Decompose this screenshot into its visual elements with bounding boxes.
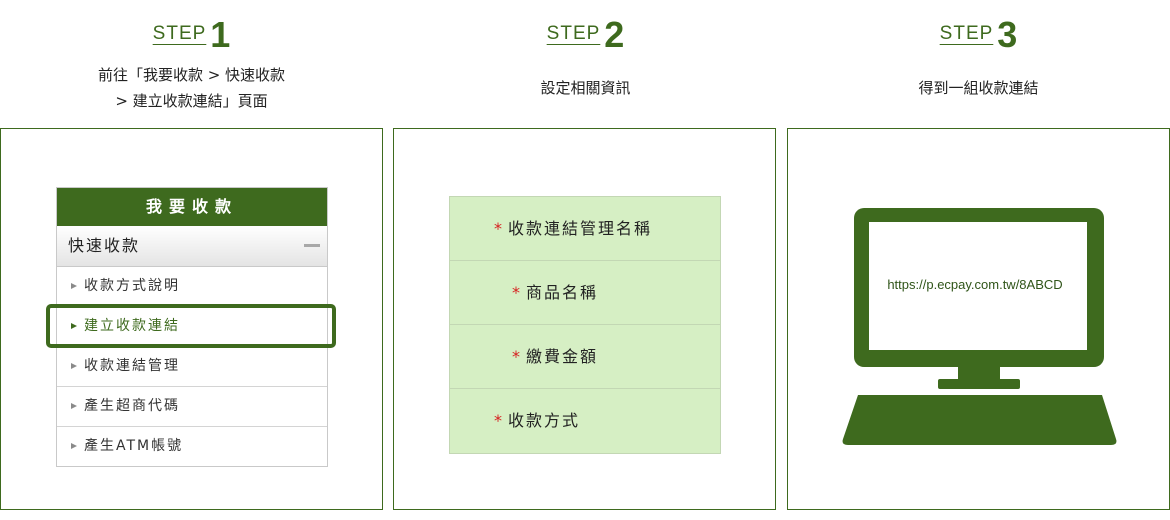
step-1-desc-line-1: 前往「我要收款 > 快速收款 — [97, 66, 286, 84]
keyboard — [842, 395, 1117, 445]
triangle-right-icon — [71, 323, 77, 329]
step-1-panel: 我要收款 快速收款 收款方式說明 建立收款連結 收款連結管理 產生超商代碼 產生… — [0, 128, 383, 510]
menu-item-label: 建立收款連結 — [84, 318, 180, 334]
required-asterisk: * — [512, 347, 522, 366]
payment-link-url[interactable]: https://p.ecpay.com.tw/8ABCD — [887, 277, 1063, 292]
triangle-right-icon — [71, 283, 77, 289]
menu-item-label: 產生ATM帳號 — [84, 438, 184, 454]
required-asterisk: * — [494, 219, 504, 238]
step-2-panel: *收款連結管理名稱 *商品名稱 *繳費金額 *收款方式 — [393, 128, 776, 510]
menu-subheader-label: 快速收款 — [68, 236, 141, 255]
receive-payment-menu: 我要收款 快速收款 收款方式說明 建立收款連結 收款連結管理 產生超商代碼 產生… — [56, 187, 328, 467]
triangle-right-icon — [71, 403, 77, 409]
field-label: 收款方式 — [508, 411, 581, 430]
monitor-screen — [869, 222, 1087, 350]
step-number: 3 — [997, 14, 1018, 55]
step-2-description: 設定相關資訊 — [394, 75, 777, 101]
field-link-name[interactable]: *收款連結管理名稱 — [450, 197, 720, 261]
step-3-desc-line-1: 得到一組收款連結 — [918, 79, 1039, 97]
step-label: STEP — [152, 23, 207, 44]
step-3-panel: https://p.ecpay.com.tw/8ABCD — [787, 128, 1170, 510]
field-payment-method[interactable]: *收款方式 — [450, 389, 720, 453]
menu-subheader-quick-payment[interactable]: 快速收款 — [57, 226, 327, 267]
field-product-name[interactable]: *商品名稱 — [450, 261, 720, 325]
menu-header[interactable]: 我要收款 — [57, 188, 327, 226]
menu-item-atm-account[interactable]: 產生ATM帳號 — [57, 427, 327, 466]
triangle-right-icon — [71, 363, 77, 369]
menu-item-label: 收款方式說明 — [84, 278, 180, 294]
step-2-desc-line-1: 設定相關資訊 — [540, 79, 631, 97]
step-label: STEP — [546, 23, 601, 44]
required-asterisk: * — [494, 411, 504, 430]
step-number: 2 — [604, 14, 625, 55]
step-1-description: 前往「我要收款 > 快速收款 > 建立收款連結」頁面 — [0, 62, 383, 114]
monitor-neck — [958, 365, 1000, 381]
menu-item-manage-payment-links[interactable]: 收款連結管理 — [57, 347, 327, 387]
computer-monitor-icon — [842, 208, 1117, 445]
step-1-desc-line-2: > 建立收款連結」頁面 — [115, 92, 268, 110]
collapse-minus-icon[interactable] — [304, 244, 320, 247]
active-item-highlight-frame — [46, 304, 336, 348]
monitor-base — [938, 379, 1020, 389]
menu-item-label: 產生超商代碼 — [84, 398, 180, 414]
triangle-right-icon — [71, 443, 77, 449]
payment-link-settings-form: *收款連結管理名稱 *商品名稱 *繳費金額 *收款方式 — [449, 196, 721, 454]
field-label: 繳費金額 — [526, 347, 599, 366]
step-number: 1 — [210, 14, 231, 55]
required-asterisk: * — [512, 283, 522, 302]
menu-item-convenience-store-code[interactable]: 產生超商代碼 — [57, 387, 327, 427]
field-label: 商品名稱 — [526, 283, 599, 302]
field-payment-amount[interactable]: *繳費金額 — [450, 325, 720, 389]
menu-item-payment-methods[interactable]: 收款方式說明 — [57, 267, 327, 307]
step-3-description: 得到一組收款連結 — [787, 75, 1170, 101]
field-label: 收款連結管理名稱 — [508, 219, 653, 238]
step-label: STEP — [939, 23, 994, 44]
menu-item-label: 收款連結管理 — [84, 358, 180, 374]
